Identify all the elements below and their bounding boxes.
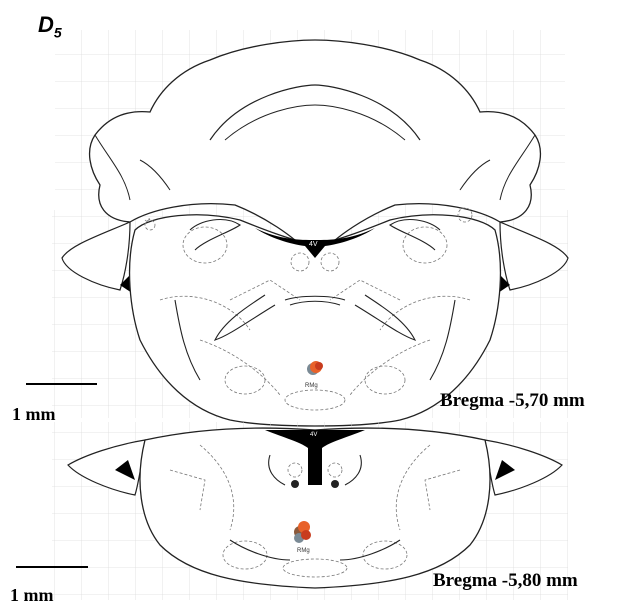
- marker-red-1: [315, 362, 323, 370]
- region-label-2: RMg: [297, 548, 310, 554]
- bregma-label-1: Bregma -5,70 mm: [440, 390, 585, 412]
- scale-label-1: 1 mm: [12, 404, 56, 425]
- scale-bar-2: [16, 566, 88, 568]
- scale-bar-1: [26, 383, 97, 385]
- ventricle-label-1: 4V: [309, 241, 318, 248]
- bregma-label-2: Bregma -5,80 mm: [433, 570, 578, 592]
- marker-red-2: [301, 530, 311, 540]
- scale-label-2: 1 mm: [10, 585, 54, 606]
- region-label-1: RMg: [305, 383, 318, 389]
- section-1-atlas: 4V: [52, 30, 568, 426]
- ventricle-label-2: 4V: [310, 432, 317, 438]
